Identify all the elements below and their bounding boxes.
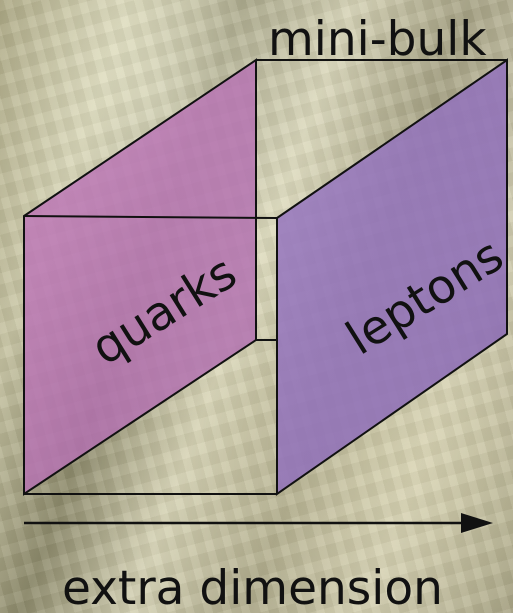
mini-bulk-label: mini-bulk [268, 12, 487, 67]
extra-dimension-arrowhead-icon [461, 513, 493, 533]
leptons-brane [276, 58, 508, 496]
extra-dimension-label: extra dimension [62, 561, 443, 613]
mini-bulk-left-middle-edge [23, 215, 278, 219]
